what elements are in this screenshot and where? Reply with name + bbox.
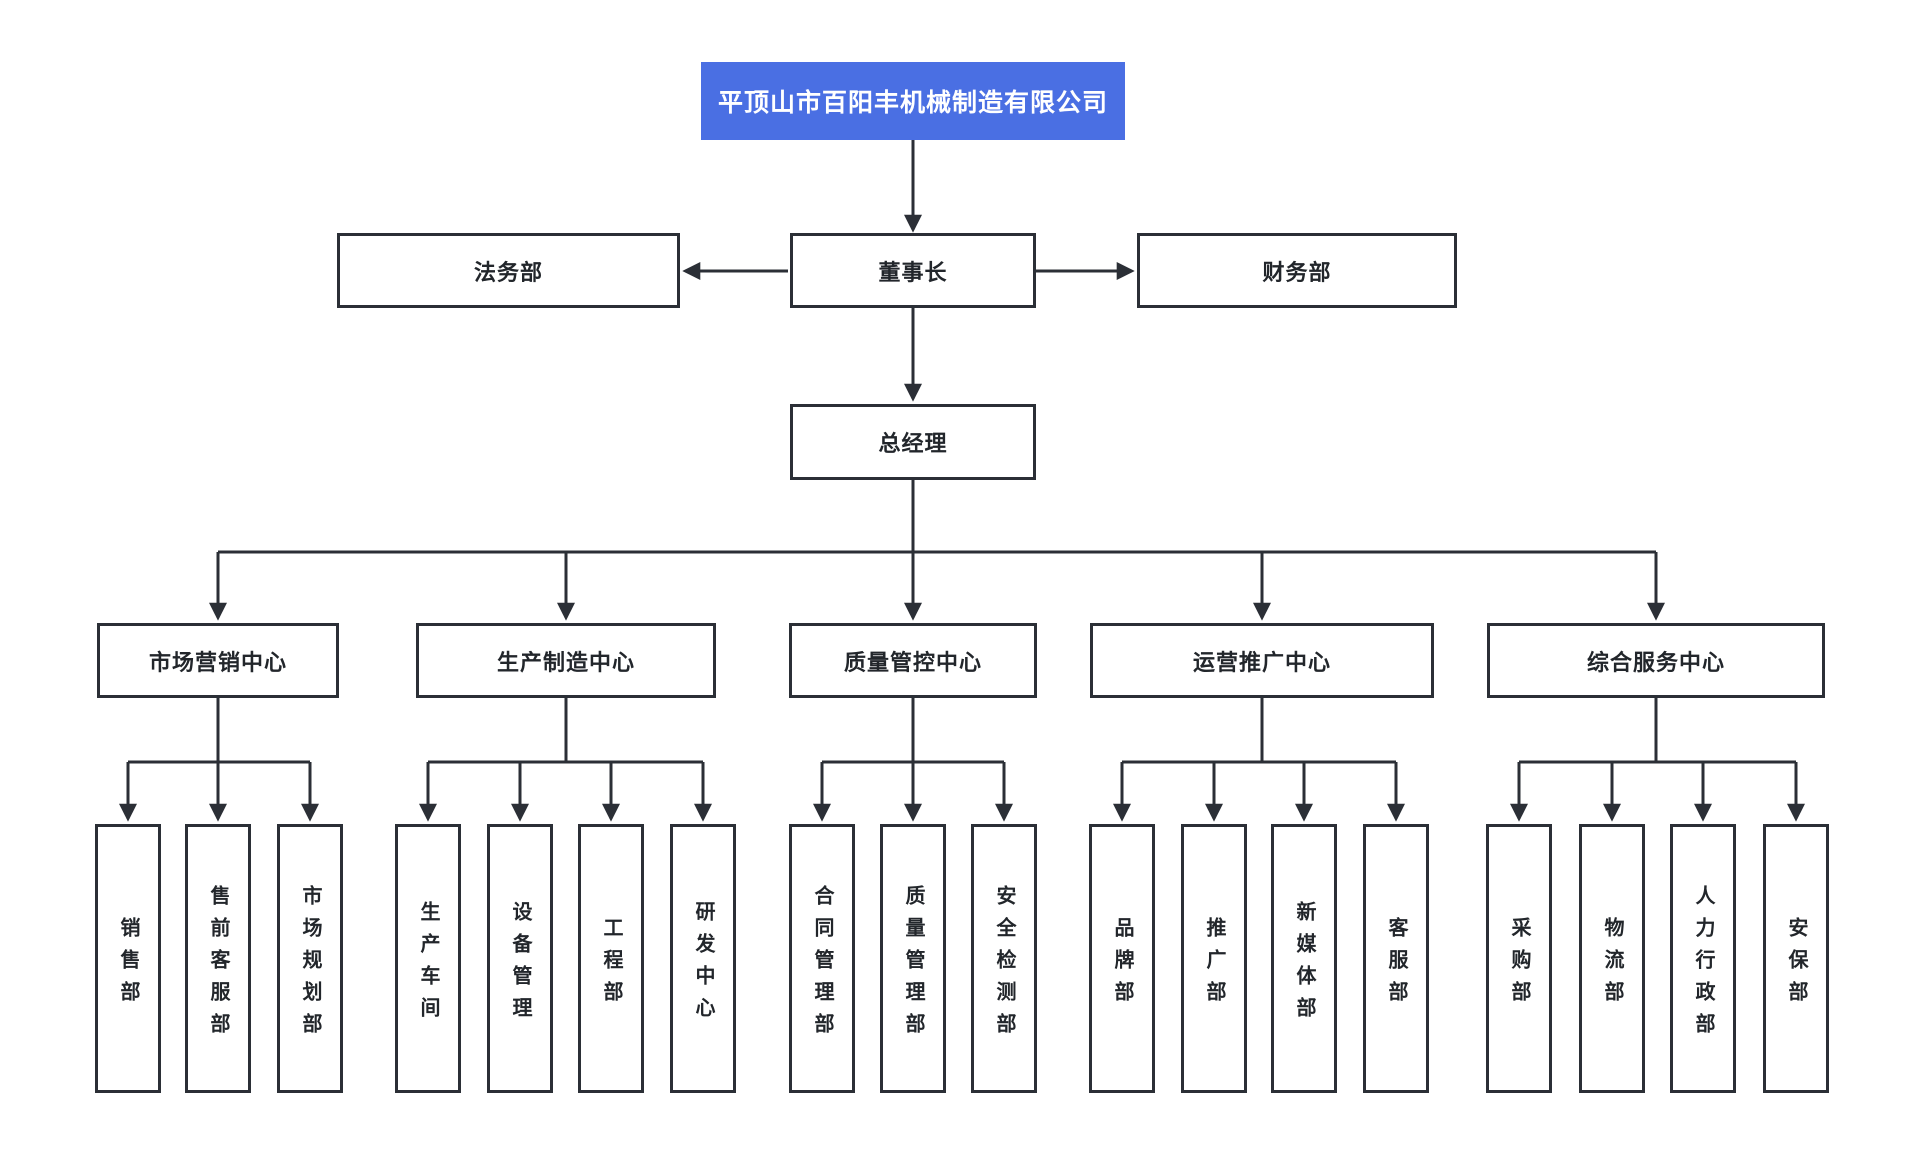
node-label: 设备管理 — [509, 900, 531, 1029]
node-label: 品牌部 — [1111, 916, 1133, 1013]
node-services-center[interactable]: 综合服务中心 — [1487, 623, 1825, 698]
node-dept-sales[interactable]: 销售部 — [95, 824, 161, 1093]
node-dept-brand[interactable]: 品牌部 — [1089, 824, 1155, 1093]
node-label: 董事长 — [878, 259, 948, 285]
node-dept-quality-management[interactable]: 质量管理部 — [880, 824, 946, 1093]
node-dept-market-planning[interactable]: 市场规划部 — [277, 824, 343, 1093]
node-label: 法务部 — [473, 259, 543, 285]
node-quality-center[interactable]: 质量管控中心 — [789, 623, 1037, 698]
node-label: 财务部 — [1262, 259, 1332, 285]
node-dept-engineering[interactable]: 工程部 — [578, 824, 644, 1093]
node-label: 客服部 — [1385, 916, 1407, 1013]
node-label: 工程部 — [600, 916, 622, 1013]
node-dept-logistics[interactable]: 物流部 — [1579, 824, 1645, 1093]
node-dept-new-media[interactable]: 新媒体部 — [1271, 824, 1337, 1093]
node-label: 采购部 — [1508, 916, 1530, 1013]
node-chairman[interactable]: 董事长 — [790, 233, 1036, 308]
node-label: 平顶山市百阳丰机械制造有限公司 — [717, 89, 1108, 117]
node-dept-production-workshop[interactable]: 生产车间 — [395, 824, 461, 1093]
node-legal-dept[interactable]: 法务部 — [337, 233, 680, 308]
node-label: 人力行政部 — [1692, 884, 1714, 1045]
node-label: 生产车间 — [417, 900, 439, 1029]
node-label: 推广部 — [1203, 916, 1225, 1013]
node-label: 售前客服部 — [207, 884, 229, 1045]
node-label: 生产制造中心 — [496, 649, 635, 675]
node-label: 销售部 — [117, 916, 139, 1013]
node-label: 合同管理部 — [811, 884, 833, 1045]
node-dept-hr-admin[interactable]: 人力行政部 — [1670, 824, 1736, 1093]
node-label: 安保部 — [1785, 916, 1807, 1013]
node-label: 新媒体部 — [1293, 900, 1315, 1029]
node-finance-dept[interactable]: 财务部 — [1137, 233, 1457, 308]
node-dept-safety-inspection[interactable]: 安全检测部 — [971, 824, 1037, 1093]
node-dept-presales-service[interactable]: 售前客服部 — [185, 824, 251, 1093]
node-label: 质量管理部 — [902, 884, 924, 1045]
node-label: 总经理 — [878, 431, 948, 456]
node-label: 综合服务中心 — [1586, 649, 1725, 675]
node-dept-promotion[interactable]: 推广部 — [1181, 824, 1247, 1093]
node-operations-center[interactable]: 运营推广中心 — [1090, 623, 1434, 698]
node-label: 市场营销中心 — [148, 649, 287, 675]
node-label: 运营推广中心 — [1192, 649, 1331, 675]
node-label: 市场规划部 — [299, 884, 321, 1045]
node-general-manager[interactable]: 总经理 — [790, 404, 1036, 480]
node-company-root[interactable]: 平顶山市百阳丰机械制造有限公司 — [701, 62, 1125, 140]
node-dept-contract-management[interactable]: 合同管理部 — [789, 824, 855, 1093]
node-label: 研发中心 — [692, 900, 714, 1029]
node-label: 质量管控中心 — [843, 649, 982, 675]
node-label: 安全检测部 — [993, 884, 1015, 1045]
node-dept-equipment-management[interactable]: 设备管理 — [487, 824, 553, 1093]
node-dept-customer-service[interactable]: 客服部 — [1363, 824, 1429, 1093]
node-label: 物流部 — [1601, 916, 1623, 1013]
node-production-center[interactable]: 生产制造中心 — [416, 623, 716, 698]
node-dept-rd-center[interactable]: 研发中心 — [670, 824, 736, 1093]
node-dept-security[interactable]: 安保部 — [1763, 824, 1829, 1093]
node-dept-procurement[interactable]: 采购部 — [1486, 824, 1552, 1093]
node-marketing-center[interactable]: 市场营销中心 — [97, 623, 339, 698]
